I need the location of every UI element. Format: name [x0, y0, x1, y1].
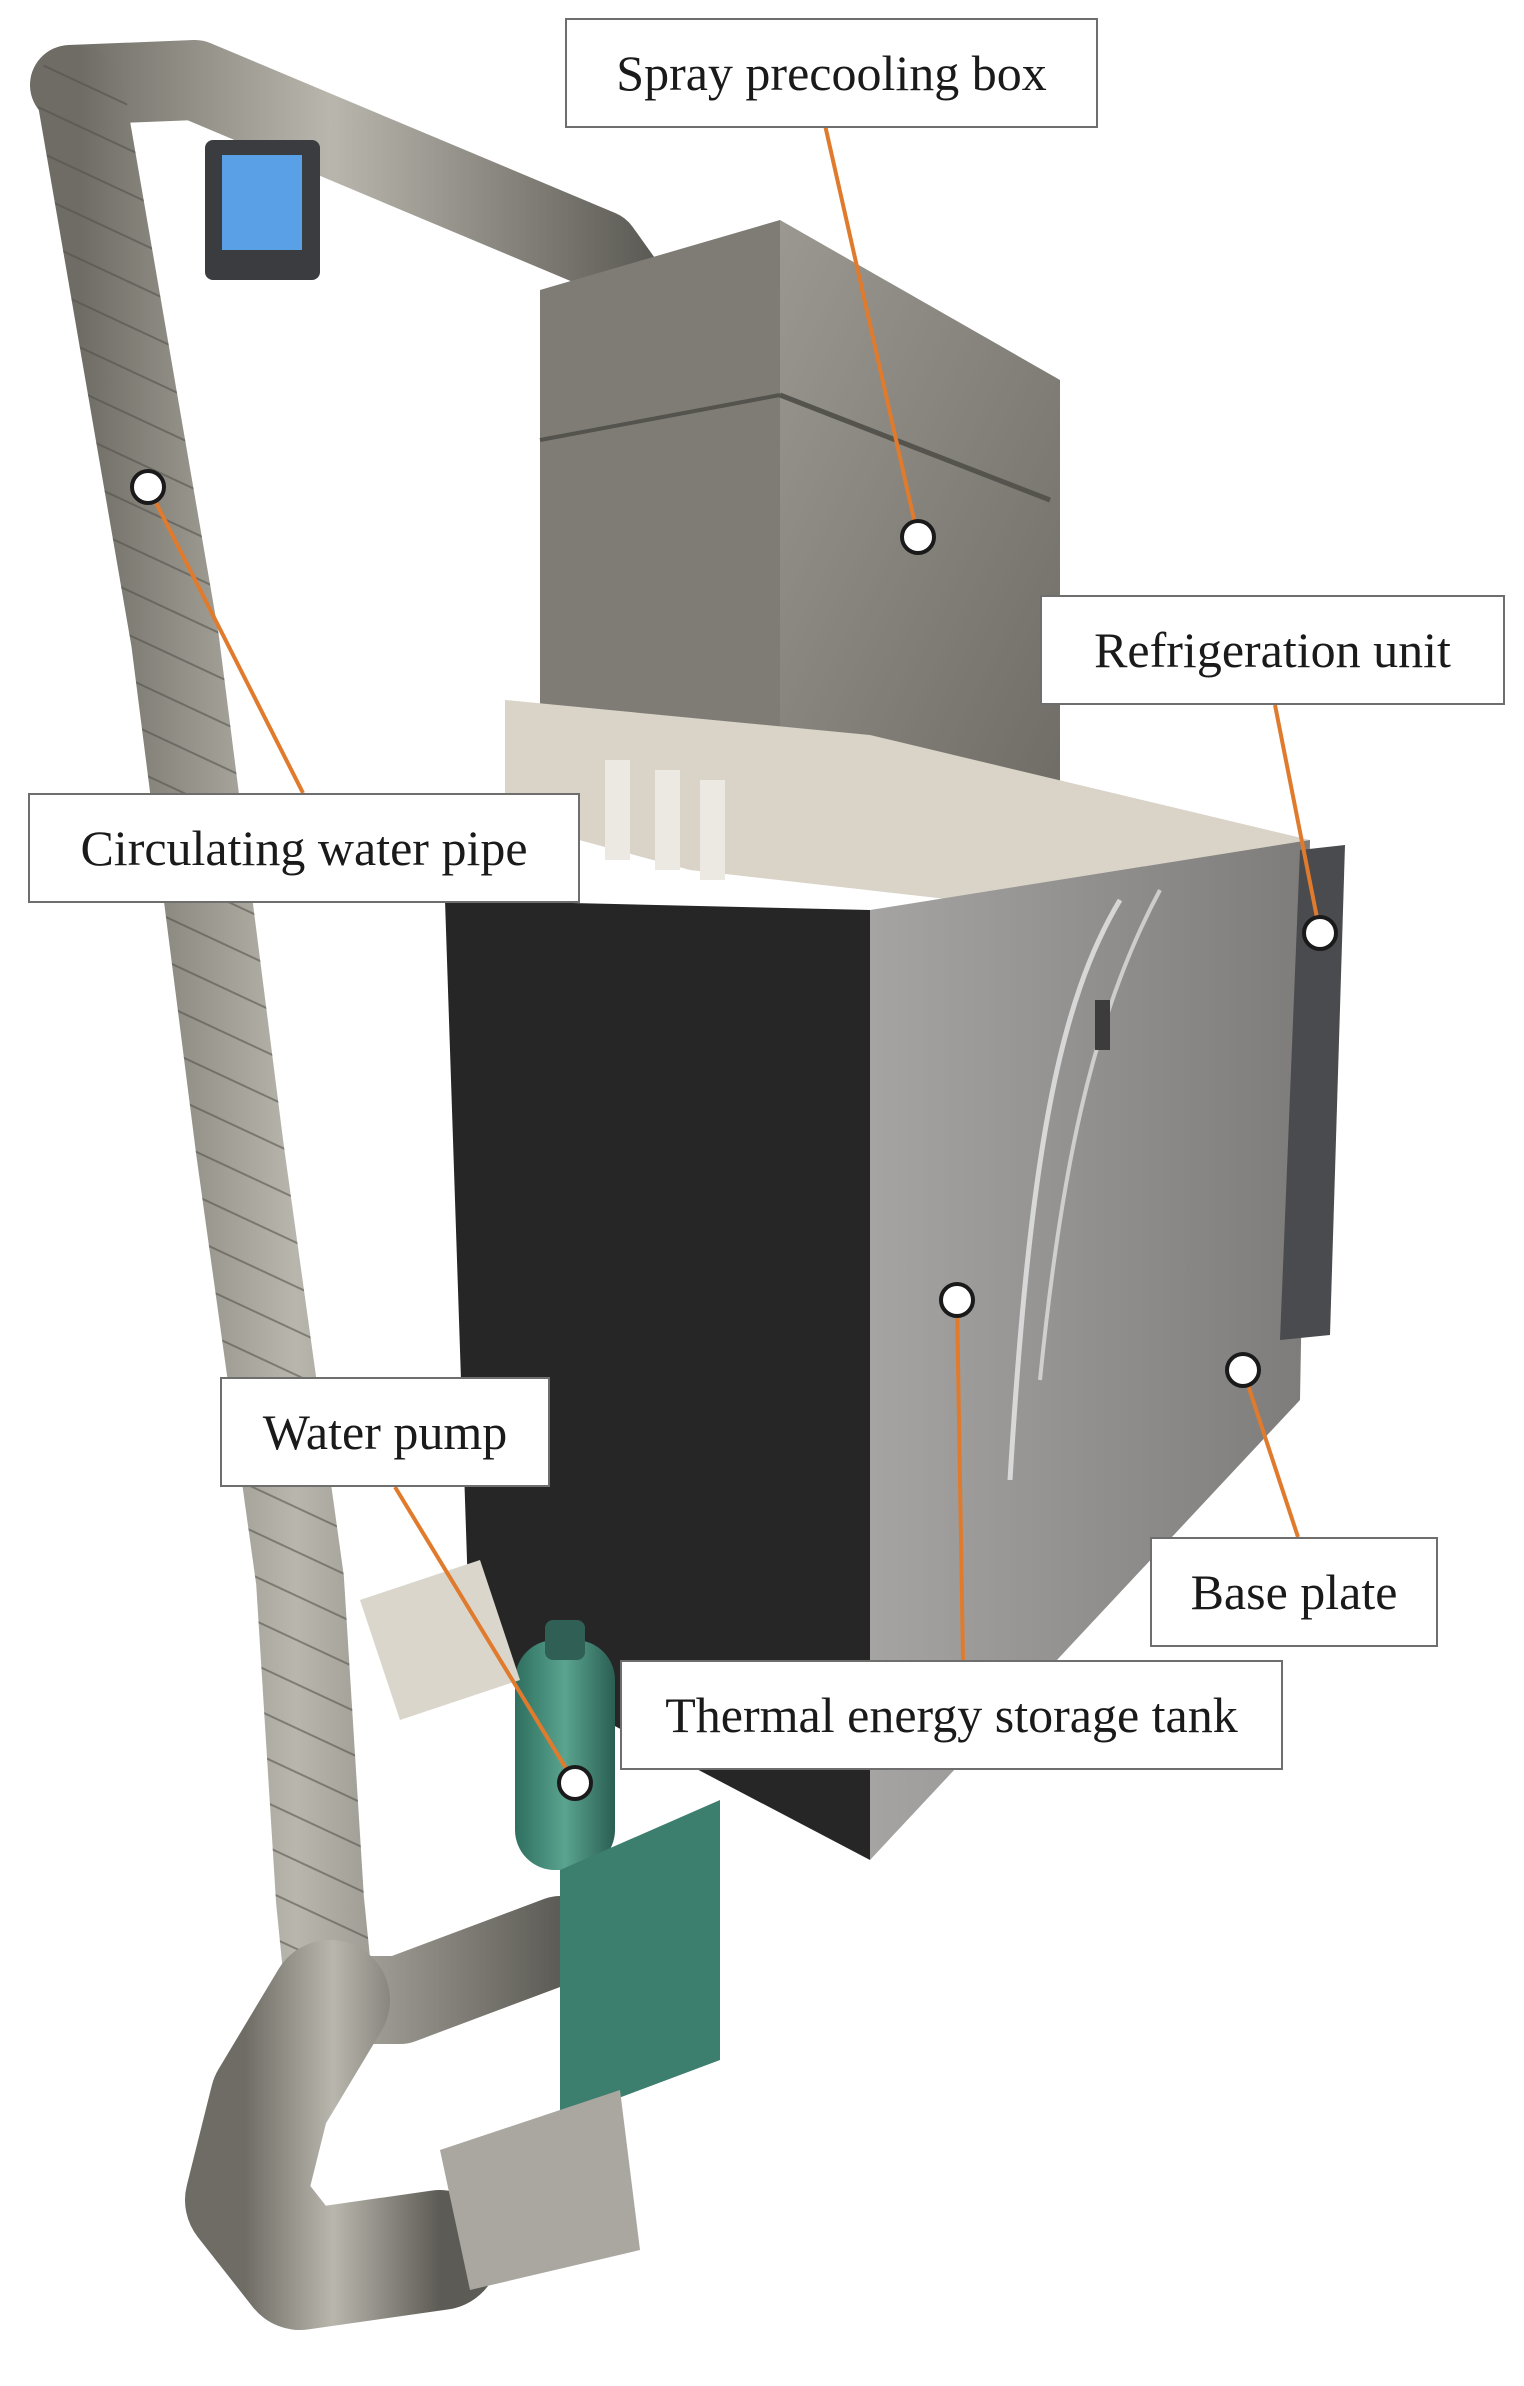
- marker-pipe: [130, 469, 166, 505]
- label-circulating-water-pipe: Circulating water pipe: [28, 793, 580, 903]
- leader-line-base-plate: [1241, 1369, 1300, 1538]
- leader-line-pipe: [146, 486, 305, 794]
- leader-line-tank: [955, 1299, 965, 1661]
- leader-line-refrigeration: [1273, 704, 1322, 934]
- marker-refrigeration: [1302, 915, 1338, 951]
- thermal-energy-storage-tank-shape: [445, 840, 1310, 1860]
- label-water-pump: Water pump: [220, 1377, 550, 1487]
- tank-lid: [505, 700, 1310, 905]
- marker-base-plate: [1225, 1352, 1261, 1388]
- label-thermal-energy-storage-tank: Thermal energy storage tank: [620, 1660, 1283, 1770]
- label-refrigeration-unit: Refrigeration unit: [1040, 595, 1505, 705]
- pipe-fittings: [360, 1560, 520, 1720]
- water-pump-shape: [440, 1620, 720, 2290]
- marker-pump: [557, 1765, 593, 1801]
- leader-lines: [146, 124, 1322, 1785]
- label-spray-precooling-box: Spray precooling box: [565, 18, 1098, 128]
- marker-spray-box: [900, 519, 936, 555]
- leader-line-pump: [393, 1485, 577, 1785]
- spray-precooling-box-shape: [539, 220, 1060, 790]
- temperature-controller: [205, 140, 320, 280]
- leader-line-spray-box: [823, 124, 920, 538]
- marker-tank: [939, 1282, 975, 1318]
- marker-dots: [130, 469, 1338, 1801]
- label-base-plate: Base plate: [1150, 1537, 1438, 1647]
- refrigeration-unit-shape: [1280, 845, 1345, 1340]
